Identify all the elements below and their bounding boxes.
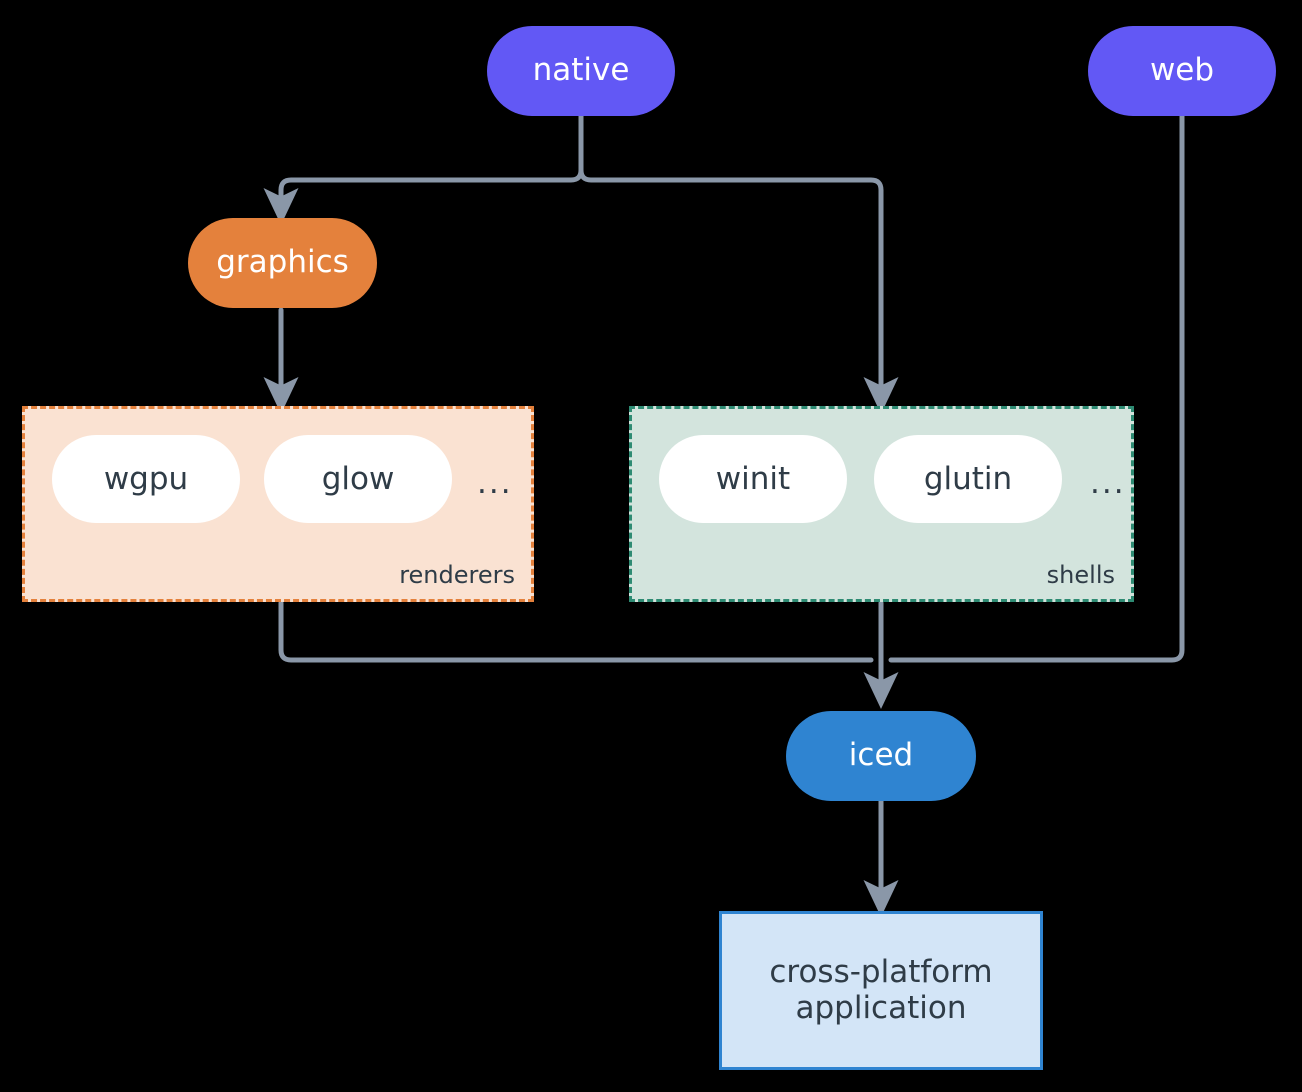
leaf-winit-label: winit	[715, 461, 791, 497]
leaf-glow-label: glow	[321, 461, 395, 497]
leaf-wgpu-label: wgpu	[103, 461, 189, 497]
node-iced-label: iced	[848, 737, 914, 774]
shells-more-ellipsis: ...	[1090, 465, 1126, 501]
leaf-wgpu[interactable]: wgpu	[52, 435, 240, 523]
edge-native-to-shells	[578, 110, 899, 415]
node-web[interactable]: web	[1088, 26, 1276, 116]
leaf-glutin-label: glutin	[923, 461, 1013, 497]
edge-renderers-to-iced	[278, 600, 874, 663]
group-renderers: wgpu glow ... renderers	[22, 406, 534, 602]
edge-web-to-iced	[888, 110, 1185, 663]
node-web-label: web	[1149, 52, 1215, 89]
node-graphics[interactable]: graphics	[188, 218, 377, 308]
node-native-label: native	[532, 52, 630, 89]
node-application[interactable]: cross-platform application	[719, 911, 1043, 1070]
node-native[interactable]: native	[487, 26, 675, 116]
renderers-more-ellipsis: ...	[477, 465, 513, 501]
group-shells: winit glutin ... shells	[629, 406, 1134, 602]
leaf-glow[interactable]: glow	[264, 435, 452, 523]
group-renderers-label: renderers	[399, 561, 515, 589]
leaf-glutin[interactable]: glutin	[874, 435, 1062, 523]
group-shells-label: shells	[1046, 561, 1115, 589]
node-graphics-label: graphics	[216, 244, 349, 281]
edge-native-to-graphics	[263, 110, 584, 226]
node-application-label: cross-platform application	[769, 953, 993, 1026]
leaf-winit[interactable]: winit	[659, 435, 847, 523]
node-iced[interactable]: iced	[786, 711, 976, 801]
